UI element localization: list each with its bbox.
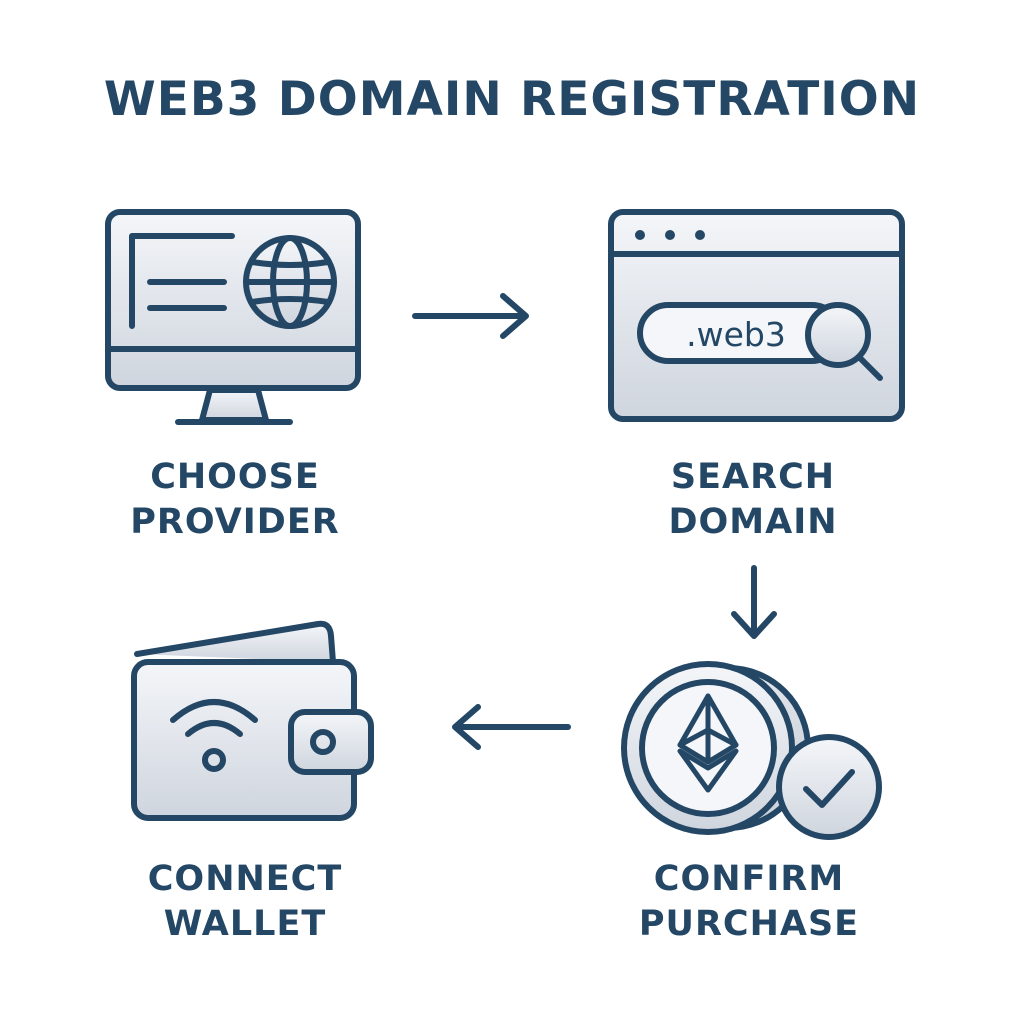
step-label-line: CONFIRM: [653, 859, 845, 899]
wifi-icon: [170, 699, 258, 772]
step-label-search-domain: SEARCH DOMAIN: [593, 455, 913, 545]
diagram-title: WEB3 DOMAIN REGISTRATION: [103, 72, 921, 127]
step-label-line: PROVIDER: [130, 502, 340, 542]
search-domain-text: .web3: [686, 315, 786, 354]
arrow-left-icon: [452, 704, 571, 750]
step-label-line: WALLET: [163, 904, 327, 944]
globe-icon: [243, 235, 337, 329]
step-label-line: DOMAIN: [668, 502, 838, 542]
step-label-line: CONNECT: [147, 859, 343, 899]
step-label-line: PURCHASE: [638, 904, 860, 944]
arrow-right-icon: [412, 293, 529, 339]
checkmark-icon: [776, 734, 882, 840]
magnifier-icon: [805, 302, 883, 381]
ethereum-icon: [677, 693, 739, 793]
step-label-line: SEARCH: [670, 457, 836, 497]
monitor-globe-icon: [105, 209, 361, 425]
browser-search-icon: [608, 209, 905, 422]
ethereum-coin-check-icon: [621, 661, 882, 840]
step-label-confirm-purchase: CONFIRM PURCHASE: [589, 857, 909, 947]
step-label-connect-wallet: CONNECT WALLET: [85, 857, 405, 947]
wallet-wifi-icon: [131, 620, 374, 821]
step-label-choose-provider: CHOOSE PROVIDER: [75, 455, 395, 545]
step-label-line: CHOOSE: [150, 457, 320, 497]
arrow-down-icon: [731, 565, 777, 639]
